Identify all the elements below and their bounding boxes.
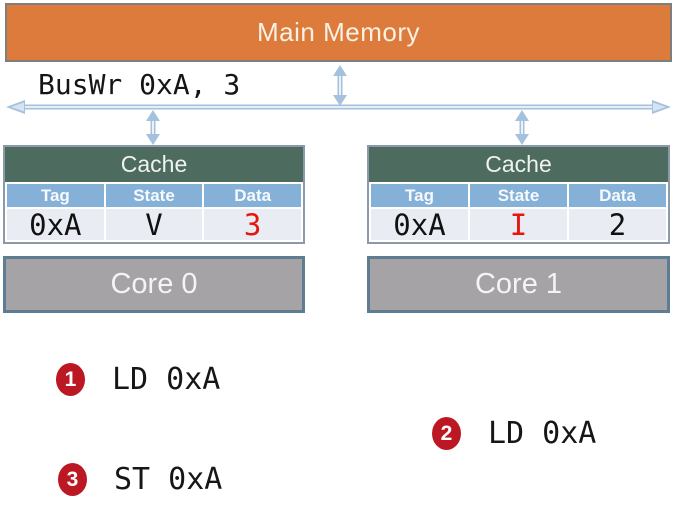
event-2-operation: LD 0xA: [488, 416, 597, 451]
cache0-grid: Tag State Data 0xA V 3: [5, 182, 303, 242]
cache1-title: Cache: [369, 147, 668, 182]
bus-line: [6, 100, 671, 114]
cache0-title: Cache: [5, 147, 303, 182]
cache1-col-state: State: [470, 184, 567, 207]
bus-cache1-arrow-icon: [515, 110, 529, 145]
memory-bus-arrow-icon: [333, 65, 347, 106]
event-1-operation: LD 0xA: [112, 362, 221, 397]
core1-box: Core 1: [367, 256, 670, 313]
cache1-table: Cache Tag State Data 0xA I 2: [367, 145, 670, 244]
cache-1-tag-value: 0xA: [371, 208, 468, 242]
event-3-row: 3 ST 0xA: [58, 462, 222, 497]
event-3-operation: ST 0xA: [114, 462, 223, 497]
cache0-col-tag: Tag: [7, 184, 104, 207]
main-memory-label: Main Memory: [257, 17, 420, 47]
bus-transaction-label: BusWr 0xA, 3: [38, 68, 241, 101]
event-3-badge: 3: [58, 463, 87, 496]
cache1-col-tag: Tag: [371, 184, 468, 207]
cache0-table: Cache Tag State Data 0xA V 3: [3, 145, 305, 244]
cache-0-tag-value: 0xA: [7, 208, 104, 242]
core1-label: Core 1: [474, 268, 563, 300]
core0-label: Core 0: [110, 268, 198, 300]
core0-box: Core 0: [3, 256, 305, 313]
cache0-col-data: Data: [204, 184, 301, 207]
cache0-col-state: State: [105, 184, 203, 207]
cache-1-state-value: I: [470, 208, 567, 242]
event-2-badge: 2: [432, 417, 461, 450]
cache1-col-data: Data: [569, 184, 666, 207]
main-memory-box: Main Memory: [5, 3, 672, 62]
bus-cache0-arrow-icon: [146, 110, 160, 145]
event-1-badge: 1: [56, 363, 85, 396]
cache-0-state-value: V: [105, 208, 203, 242]
cache-0-data-value: 3: [204, 208, 301, 242]
cache1-grid: Tag State Data 0xA I 2: [369, 182, 668, 242]
event-1-row: 1 LD 0xA: [56, 362, 220, 397]
cache-1-data-value: 2: [569, 208, 666, 242]
event-2-row: 2 LD 0xA: [432, 416, 596, 451]
